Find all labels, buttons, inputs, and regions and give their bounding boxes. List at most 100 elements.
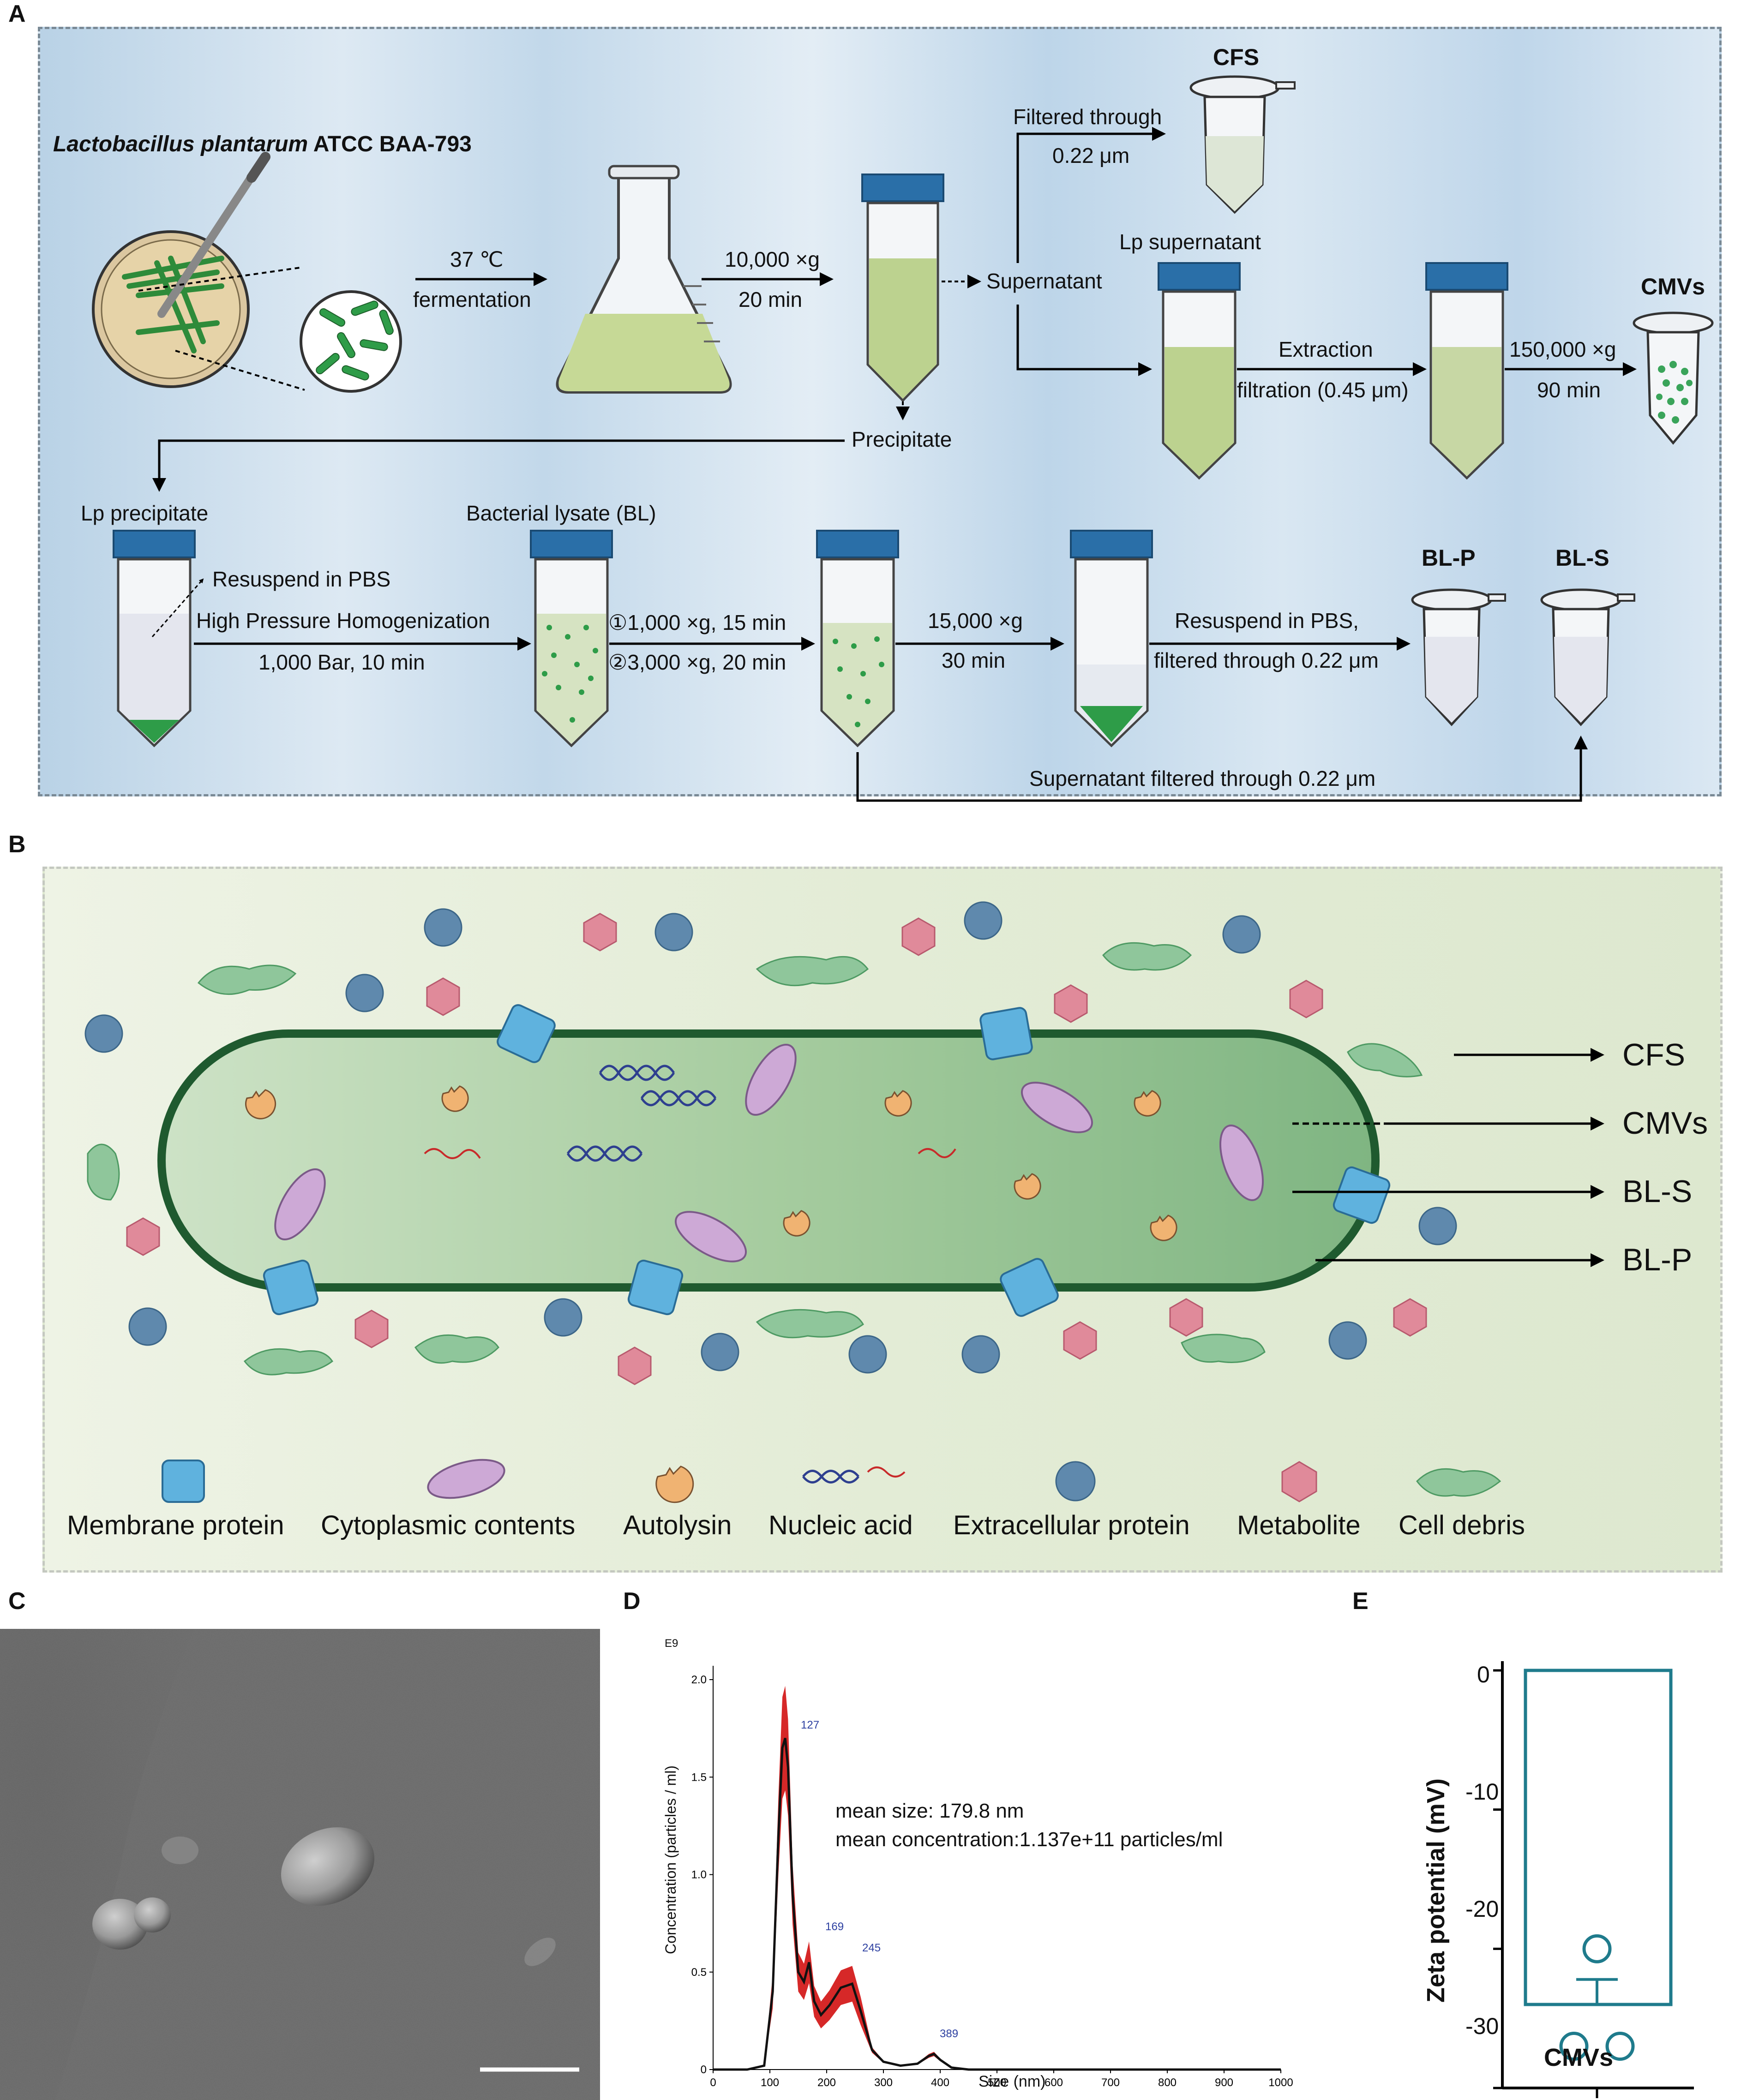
panel-label-a: A bbox=[8, 0, 26, 27]
nta-mean-line bbox=[713, 1738, 1281, 2071]
legend-cell-debris: Cell debris bbox=[1399, 1510, 1525, 1540]
nta-x-tick-label: 300 bbox=[874, 2076, 893, 2089]
zeta-chart bbox=[1493, 1661, 1694, 2098]
organism-strain: ATCC BAA-793 bbox=[313, 132, 472, 156]
cmvs-label: CMVs bbox=[1641, 274, 1705, 299]
legend-nucleic-acid: Nucleic acid bbox=[768, 1510, 913, 1540]
panel-label-b: B bbox=[8, 831, 26, 858]
legend-cytoplasmic-icon bbox=[427, 1459, 505, 1499]
legend-extracellular-protein-icon bbox=[1055, 1461, 1096, 1502]
bl-p-label: BL-P bbox=[1422, 545, 1476, 571]
organism-label: Lactobacillus plantarum ATCC BAA-793 bbox=[53, 132, 472, 157]
nta-y-tick-label: 2.0 bbox=[691, 1674, 707, 1686]
vesicle-2 bbox=[92, 1899, 148, 1950]
supernatant-label: Supernatant bbox=[986, 269, 1102, 293]
cfs-label: CFS bbox=[1213, 44, 1259, 70]
nta-band bbox=[713, 1686, 1281, 2070]
precipitate-label: Precipitate bbox=[852, 427, 952, 451]
fermentation-label: fermentation bbox=[413, 287, 531, 311]
legend-nucleic-acid-icon bbox=[802, 1466, 906, 1484]
nta-line bbox=[713, 1738, 1281, 2071]
spun-tube-icon bbox=[816, 530, 899, 748]
nta-axes bbox=[713, 1666, 1281, 2070]
zeta-tick-10: -10 bbox=[1465, 1779, 1499, 1805]
bacteria-zoom-icon bbox=[138, 267, 402, 393]
supernatant-filtered-label: Supernatant filtered through 0.22 μm bbox=[1029, 766, 1376, 790]
zeta-ylabel: Zeta potential (mV) bbox=[1422, 1778, 1450, 2003]
resuspend2-label: Resuspend in PBS, bbox=[1175, 609, 1359, 633]
peak-label-389: 389 bbox=[940, 2028, 959, 2040]
zeta-data-point bbox=[1582, 1934, 1612, 1963]
spin3-speed-label: 15,000 ×g bbox=[928, 609, 1023, 633]
spin1-time-label: 20 min bbox=[738, 287, 803, 311]
bl-s-label: BL-S bbox=[1555, 545, 1609, 571]
nta-x-tick-label: 500 bbox=[988, 2076, 1006, 2089]
filtered2-label: filtered through 0.22 μm bbox=[1154, 648, 1379, 672]
output-cmvs: CMVs bbox=[1622, 1106, 1708, 1141]
output-cfs: CFS bbox=[1622, 1037, 1685, 1072]
nta-y-tick-label: 1.0 bbox=[691, 1869, 707, 1881]
zeta-xlabel: CMVs bbox=[1544, 2044, 1614, 2071]
tem-micrograph bbox=[0, 1629, 600, 2100]
filtration-label: filtration (0.45 μm) bbox=[1237, 378, 1409, 402]
bl-p-tube-icon bbox=[1411, 588, 1506, 726]
organism-name: Lactobacillus plantarum bbox=[53, 132, 308, 156]
cfs-tube-icon bbox=[1189, 75, 1296, 214]
petri-dish-icon bbox=[92, 152, 270, 388]
legend-cytoplasmic-contents: Cytoplasmic contents bbox=[321, 1510, 576, 1540]
spin-cmv-speed-label: 150,000 ×g bbox=[1509, 337, 1616, 361]
vesicle-3 bbox=[134, 1897, 171, 1932]
bl-tube-icon bbox=[530, 530, 613, 748]
lp-precipitate-tube-icon bbox=[113, 530, 196, 748]
zeta-data-point bbox=[1559, 2032, 1589, 2061]
panel-label-d: D bbox=[623, 1588, 641, 1615]
legend-autolysin: Autolysin bbox=[623, 1510, 732, 1540]
legend-metabolite: Metabolite bbox=[1237, 1510, 1361, 1540]
peak-label-127: 127 bbox=[801, 1719, 820, 1731]
peak-label-169: 169 bbox=[825, 1921, 844, 1933]
legend-extracellular-protein: Extracellular protein bbox=[953, 1510, 1190, 1540]
extraction-label: Extraction bbox=[1279, 337, 1373, 361]
nta-x-tick-label: 800 bbox=[1158, 2076, 1177, 2089]
nta-x-tick-label: 100 bbox=[761, 2076, 779, 2089]
nta-y-tick-label: 0.5 bbox=[691, 1966, 707, 1979]
legend-membrane-protein: Membrane protein bbox=[67, 1510, 284, 1540]
nta-x-tick-label: 200 bbox=[817, 2076, 836, 2089]
nta-exp-label: E9 bbox=[665, 1637, 678, 1650]
nta-x-tick-label: 900 bbox=[1215, 2076, 1233, 2089]
legend-membrane-protein-icon bbox=[162, 1460, 205, 1503]
legend-metabolite-icon bbox=[1281, 1461, 1317, 1502]
spin-b-label: ②3,000 ×g, 20 min bbox=[608, 650, 786, 674]
panel-label-e: E bbox=[1352, 1588, 1369, 1615]
centrifuge-tube-1-icon bbox=[861, 174, 944, 402]
nta-x-tick-label: 600 bbox=[1045, 2076, 1063, 2089]
workflow-graphics bbox=[92, 75, 1714, 802]
zeta-tick-20: -20 bbox=[1465, 1896, 1499, 1922]
zeta-tick-30: -30 bbox=[1465, 2013, 1499, 2039]
nta-x-tick-label: 400 bbox=[931, 2076, 949, 2089]
zeta-tick-0: 0 bbox=[1477, 1662, 1490, 1687]
spin1-speed-label: 10,000 ×g bbox=[725, 247, 820, 271]
mean-size-label: mean size: 179.8 nm bbox=[835, 1800, 1024, 1822]
nta-y-tick-label: 0 bbox=[701, 2064, 707, 2076]
panel-label-c: C bbox=[8, 1588, 26, 1615]
vesicle-1 bbox=[281, 1827, 374, 1906]
nta-x-tick-label: 1000 bbox=[1268, 2076, 1293, 2089]
nta-xlabel: Size (nm) bbox=[979, 2073, 1046, 2090]
lp-supernatant-label: Lp supernatant bbox=[1119, 230, 1261, 254]
flask-icon bbox=[556, 165, 732, 394]
lp-precipitate-label: Lp precipitate bbox=[81, 501, 209, 525]
resuspend-label: Resuspend in PBS bbox=[212, 567, 391, 591]
nta-error-band bbox=[713, 1686, 1281, 2070]
bl-label: Bacterial lysate (BL) bbox=[466, 501, 656, 525]
filter-size-label: 0.22 μm bbox=[1052, 144, 1130, 168]
output-bl-p: BL-P bbox=[1622, 1242, 1693, 1277]
output-bl-s: BL-S bbox=[1622, 1174, 1693, 1209]
spin-a-label: ①1,000 ×g, 15 min bbox=[608, 610, 786, 634]
bacterium-graphics bbox=[84, 901, 1604, 1503]
mean-concentration-label: mean concentration:1.137e+11 particles/m… bbox=[835, 1828, 1223, 1851]
legend-autolysin-icon bbox=[655, 1466, 694, 1503]
hph-params-label: 1,000 Bar, 10 min bbox=[258, 650, 425, 674]
